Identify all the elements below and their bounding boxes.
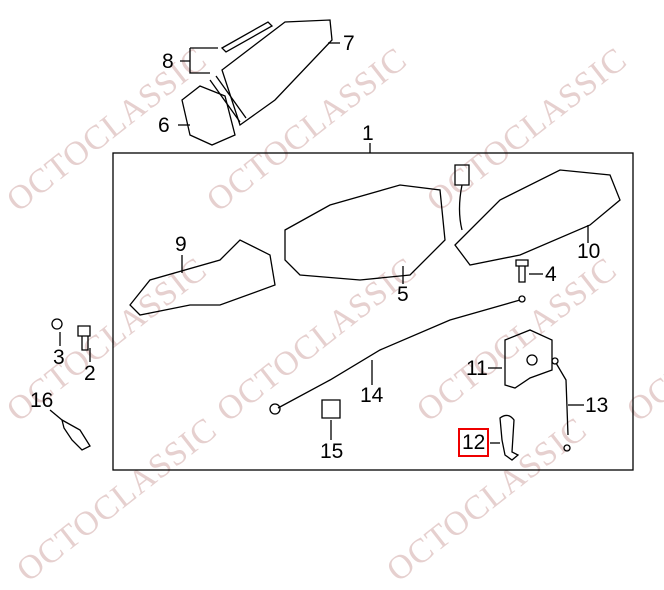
- part-7-lid: [221, 19, 333, 127]
- part-16-stud: [61, 418, 91, 451]
- part-2-bolt: [77, 325, 91, 351]
- callout-13: 13: [585, 394, 609, 417]
- callout-7: 7: [343, 32, 355, 55]
- parts-diagram: [49, 19, 634, 471]
- callout-3: 3: [53, 346, 65, 369]
- callout-1: 1: [362, 122, 374, 145]
- part-5-glovebox: [284, 184, 446, 281]
- callout-4: 4: [545, 263, 557, 286]
- part-12-lever: [499, 414, 520, 461]
- callout-5: 5: [397, 283, 409, 306]
- part-13-rod: [555, 362, 569, 436]
- part-6-panel: [181, 85, 236, 146]
- part-3-washer: [51, 318, 63, 330]
- callout-9: 9: [175, 233, 187, 256]
- cable-end: [269, 403, 281, 415]
- part-14-cable: [277, 299, 521, 409]
- part-8-strip: [209, 21, 274, 123]
- part-9-bracket: [129, 239, 276, 316]
- callout-6: 6: [158, 114, 170, 137]
- callout-10: 10: [577, 240, 601, 263]
- callout-15: 15: [320, 440, 344, 463]
- callout-2: 2: [84, 362, 96, 385]
- part-15-clip: [321, 399, 341, 419]
- part-4-bolt: [515, 259, 529, 283]
- part-5-switch: [454, 164, 470, 231]
- cable-end: [518, 295, 526, 303]
- callout-8: 8: [162, 50, 174, 73]
- part-10-bracket: [454, 169, 621, 266]
- leader-lines: [49, 42, 589, 444]
- callout-12-highlighted: 12: [457, 428, 490, 457]
- callout-16: 16: [30, 389, 54, 412]
- callout-14: 14: [360, 384, 384, 407]
- callout-11: 11: [466, 357, 488, 380]
- part-11-actuator: [504, 329, 553, 389]
- assembly-frame: [112, 152, 634, 471]
